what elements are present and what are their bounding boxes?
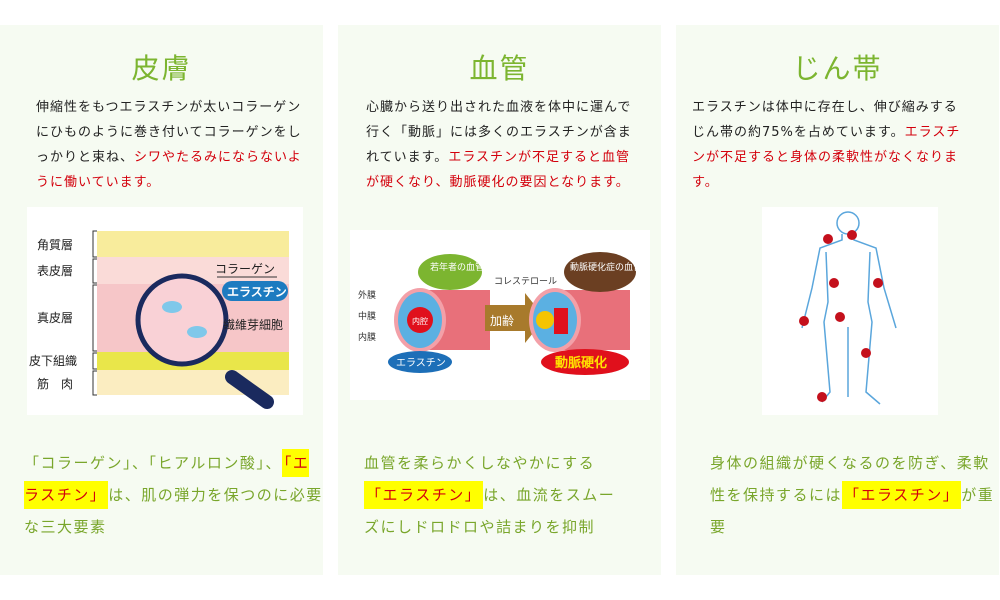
blood-vessel-diagram: 内腔 若年者の血管 外膜 中膜 内膜 エラスチン 加齢 動脈硬化症の血管 コレス… [350,230,650,400]
ligament-markers [799,230,883,402]
body-ligament-diagram [762,207,938,415]
summary-text: 血管を柔らかくしなやかにする [364,454,596,472]
young-label: 若年者の血管 [430,261,484,273]
layer-middle: 中膜 [358,310,376,322]
aging-arrow-label: 加齢 [490,313,514,328]
callout-collagen: コラーゲン [215,262,275,276]
panel-description: エラスチンは体中に存在し、伸び縮みするじん帯の約75%を占めています。エラスチン… [692,95,967,195]
cholesterol-label: コレステロール [494,276,557,287]
summary-text: 「コラーゲン」、「ヒアルロン酸」、 [24,454,282,472]
layer-outer: 外膜 [358,289,376,301]
panel-summary: 血管を柔らかくしなやかにする「エラスチン」は、血流をスムーズにしドロドロや詰まり… [364,447,624,543]
magnifier-handle [225,370,274,409]
magnifier-lens [135,273,229,367]
panel-ligament: じん帯 エラスチンは体中に存在し、伸び縮みするじん帯の約75%を占めています。エ… [676,25,999,575]
panel-blood-vessel: 血管 心臓から送り出された血液を体中に運んで行く「動脈」には多くのエラスチンが含… [338,25,661,575]
panel-summary: 「コラーゲン」、「ヒアルロン酸」、「エラスチン」は、肌の弾力を保つのに必要な三大… [24,447,324,543]
layer-label: 角質層 [37,237,73,252]
skin-diagram: 角質層 表皮層 真皮層 皮下組織 筋 肉 コラーゲン エラスチン 繊維芽細胞 [27,207,303,415]
panel-summary: 身体の組織が硬くなるのを防ぎ、柔軟性を保持するには「エラスチン」が重要 [710,447,1000,543]
elastin-label: エラスチン [396,357,446,369]
layer-label: 筋 肉 [37,376,73,391]
layer-inner: 内膜 [358,331,376,343]
lumen-label: 内腔 [412,316,428,326]
summary-text: が重要 [710,486,995,536]
panel-title: 血管 [469,52,530,85]
callout-elastin: エラスチン [227,285,287,299]
panel-description: 伸縮性をもつエラスチンが太いコラーゲンにひものように巻き付いてコラーゲンをしっか… [36,95,306,195]
panel-title: じん帯 [792,52,883,85]
panel-description: 心臓から送り出された血液を体中に運んで行く「動脈」には多くのエラスチンが含まれて… [366,95,632,195]
desc-text: エラスチンは体中に存在し、伸び縮みするじん帯の約75%を占めています。 [692,100,958,140]
desc-text: 伸縮性をもつエラスチンが太いコラーゲンにひものように巻き付いてコラーゲンをしっか… [36,100,302,165]
aging-arrow-icon [485,293,545,343]
sclerosis-label: 動脈硬化 [555,355,607,371]
summary-text: は、血流をスムーズにしドロドロや詰まりを抑制 [364,486,616,536]
sclerosis-vessel-label: 動脈硬化症の血管 [570,261,642,273]
layer-label: 表皮層 [37,264,73,278]
highlight-elastin: 「エラスチン」 [364,481,484,509]
panel-title: 皮膚 [131,52,192,85]
panel-skin: 皮膚 伸縮性をもつエラスチンが太いコラーゲンにひものように巻き付いてコラーゲンを… [0,25,323,575]
summary-text: は、肌の弾力を保つのに必要な三大要素 [24,486,323,536]
layer-label: 真皮層 [37,311,73,325]
summary-text: 身体の組織が硬くなるのを防ぎ、柔軟性を保持するには [710,454,990,504]
callout-fibroblast: 繊維芽細胞 [223,318,283,332]
human-body-icon [799,211,897,405]
desc-red-text: エラスチンが不足すると血管が硬くなり、動脈硬化の要因となります。 [366,150,631,190]
desc-text: 心臓から送り出された血液を体中に運んで行く「動脈」には多くのエラスチンが含まれて… [366,100,632,165]
desc-red-text: エラスチンが不足すると身体の柔軟性がなくなります。 [692,125,961,190]
highlight-elastin: 「エラスチン」 [842,481,962,509]
desc-red-text: シワやたるみにならないように働いています。 [36,150,302,190]
layer-label: 皮下組織 [29,354,77,368]
